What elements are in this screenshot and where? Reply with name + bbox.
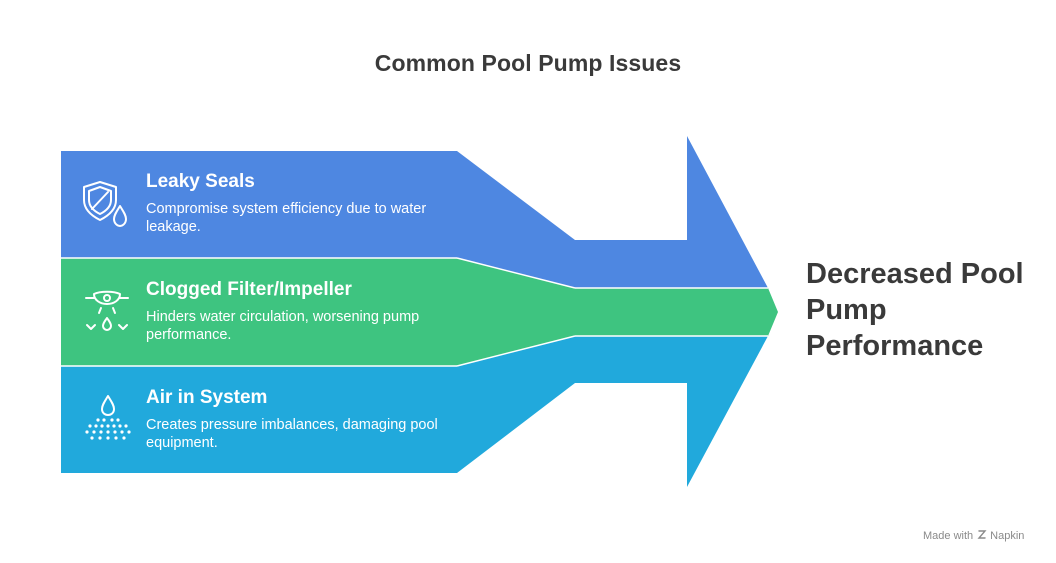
air-bubbles-drop-icon bbox=[84, 394, 131, 440]
arrow-band-cyan bbox=[61, 336, 768, 487]
made-with-badge[interactable]: Made with Napkin bbox=[923, 529, 1024, 543]
shield-water-drop-icon bbox=[80, 180, 127, 227]
outcome-label: Decreased Pool Pump Performance bbox=[806, 258, 1024, 362]
arrow-band-green bbox=[61, 258, 778, 366]
issue-heading: Clogged Filter/Impeller bbox=[146, 279, 352, 300]
issue-heading: Air in System bbox=[146, 387, 268, 408]
issue-heading: Leaky Seals bbox=[146, 171, 255, 192]
issue-description: Hinders water circulation, worsening pum… bbox=[146, 309, 420, 343]
clogged-filter-icon bbox=[84, 288, 129, 332]
arrow-band-blue bbox=[61, 136, 768, 288]
issue-description: Creates pressure imbalances, damaging po… bbox=[146, 417, 438, 451]
issue-leaky-seals: Leaky Seals Compromise system efficiency… bbox=[146, 170, 466, 236]
diagram-title: Common Pool Pump Issues bbox=[374, 50, 682, 76]
issue-clogged-filter: Clogged Filter/Impeller Hinders water ci… bbox=[146, 278, 466, 344]
issue-description: Compromise system efficiency due to wate… bbox=[146, 201, 427, 235]
made-with-label: Made with bbox=[923, 530, 974, 542]
brand-label: Napkin bbox=[990, 530, 1025, 542]
napkin-logo-icon bbox=[977, 529, 987, 543]
issue-air-in-system: Air in System Creates pressure imbalance… bbox=[146, 386, 466, 452]
